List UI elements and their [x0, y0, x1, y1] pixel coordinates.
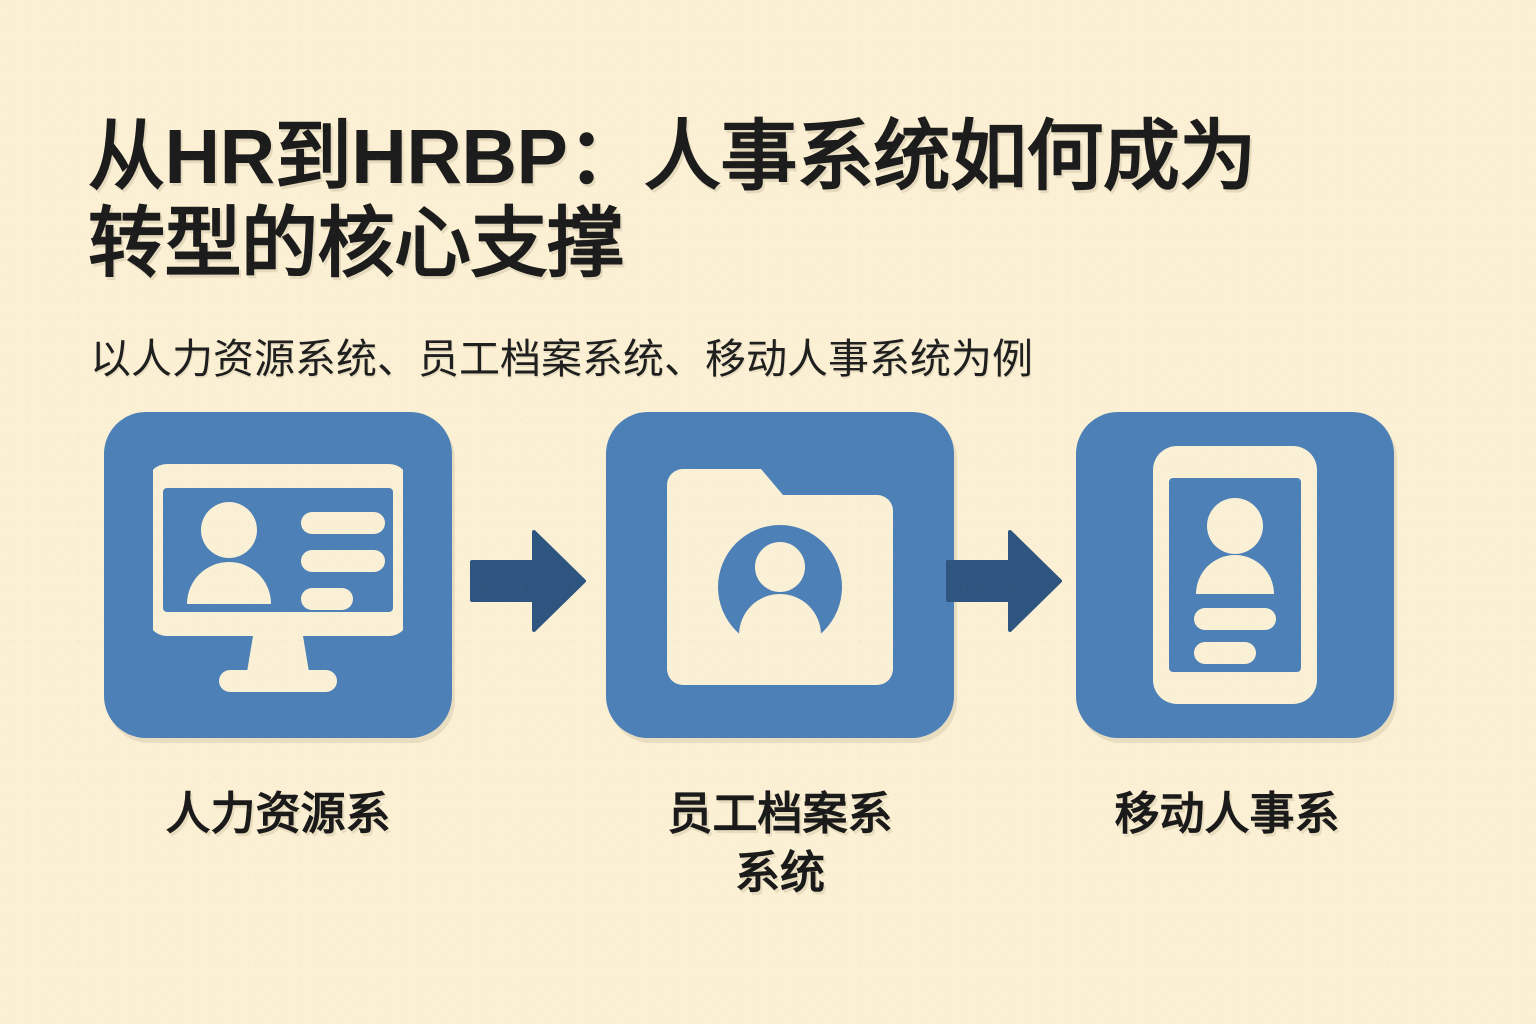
flow-step-2-label: 员工档案系 系统	[667, 788, 893, 899]
page-subtitle: 以人力资源系统、员工档案系统、移动人事系统为例	[90, 336, 1033, 382]
desktop-profile-icon	[153, 456, 403, 694]
flow-step-2-card	[606, 412, 954, 738]
flow-step-1-label: 人力资源系	[165, 788, 391, 839]
folder-user-icon	[667, 465, 893, 685]
flow-step-3: 移动人事系	[1052, 412, 1402, 843]
flow-step-3-label: 移动人事系	[1114, 788, 1340, 839]
arrow-right-icon-2	[946, 530, 1062, 632]
flow-step-1-card	[104, 412, 452, 738]
flow-step-1: 人力资源系	[104, 412, 452, 843]
flow-step-2: 员工档案系 系统	[606, 412, 954, 903]
mobile-profile-icon	[1151, 444, 1319, 706]
arrow-right-icon-1	[470, 530, 586, 632]
page-title: 从HR到HRBP：人事系统如何成为 转型的核心支撑	[88, 113, 1256, 287]
flow-diagram: 人力资源系 员	[0, 412, 1536, 952]
flow-step-3-card	[1076, 412, 1394, 738]
